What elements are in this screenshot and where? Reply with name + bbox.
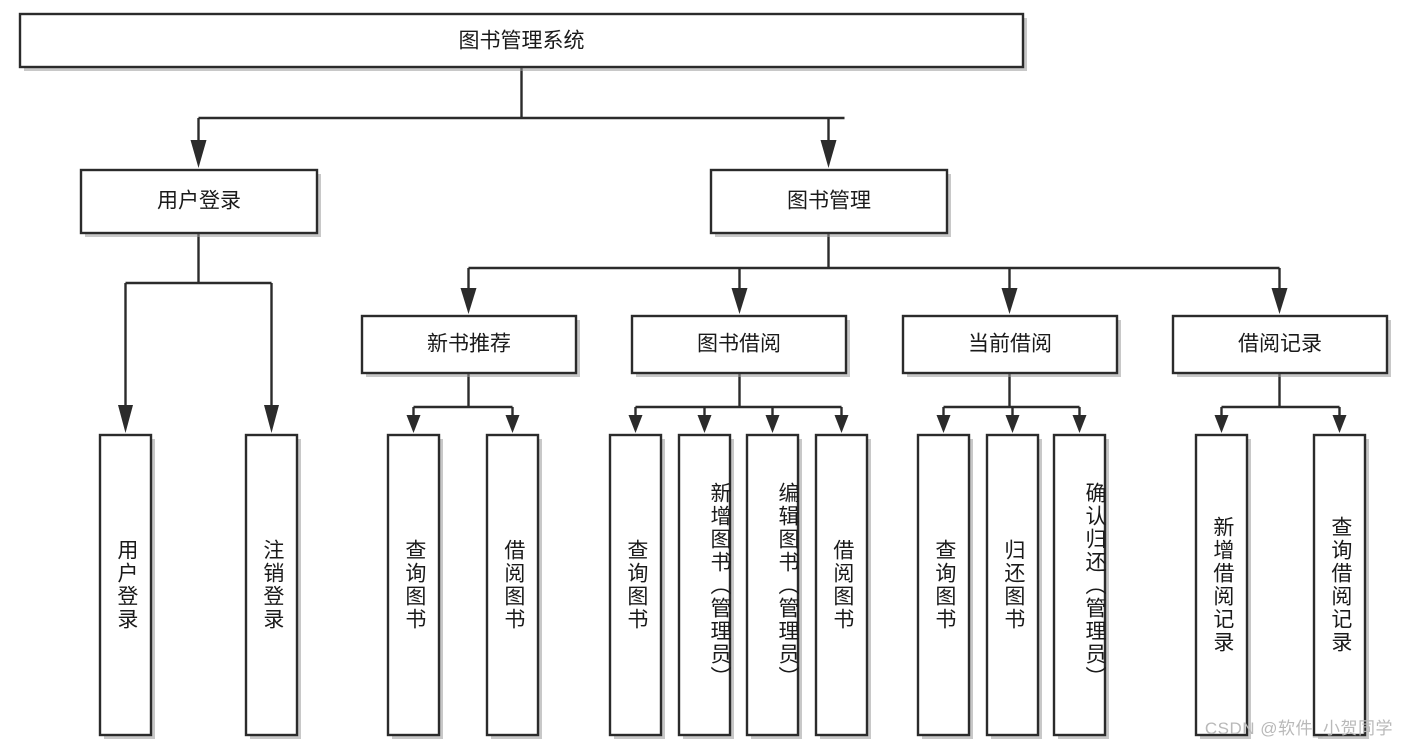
arrow-bb-to-leaf-query-book-2 — [628, 415, 643, 433]
arrow-bm-to-book-borrow — [731, 288, 748, 314]
node-root-box[interactable] — [18, 12, 1025, 69]
arrow-cb-to-leaf-confirm-return — [1072, 415, 1087, 433]
node-borrow-record-label: 借阅记录 — [1238, 333, 1322, 356]
node-new-book-recommend-box[interactable] — [360, 314, 578, 375]
arrow-nbr-to-leaf-query-book-1 — [406, 415, 421, 433]
leaf-add-book-box[interactable] — [677, 433, 732, 737]
arrow-br-to-leaf-add-record — [1214, 415, 1229, 433]
csdn-watermark: CSDN @软件_小贺同学 — [1204, 719, 1393, 738]
node-new-book-recommend-label: 新书推荐 — [427, 333, 511, 356]
node-borrow-record-box[interactable] — [1171, 314, 1389, 375]
leaf-add-record-box[interactable] — [1194, 433, 1249, 737]
arrow-bm-to-borrow-record — [1271, 288, 1288, 314]
node-current-borrow-label: 当前借阅 — [968, 333, 1052, 356]
arrow-br-to-leaf-query-record — [1332, 415, 1347, 433]
node-book-borrow-box[interactable] — [630, 314, 848, 375]
arrow-cb-to-leaf-return-book — [1005, 415, 1020, 433]
leaf-query-book-1-box[interactable] — [386, 433, 441, 737]
leaf-query-book-3-box[interactable] — [916, 433, 971, 737]
node-root[interactable]: 图书管理系统 — [18, 12, 1027, 71]
arrow-user-login-to-leaf-user-login — [118, 405, 133, 433]
connector-group — [118, 68, 1347, 433]
node-book-manage-box[interactable] — [709, 168, 949, 235]
node-book-manage[interactable]: 图书管理 — [709, 168, 951, 237]
leaf-borrow-book-2-box[interactable] — [814, 433, 869, 737]
arrow-user-login-to-leaf-logout — [264, 405, 279, 433]
arrow-bb-to-leaf-borrow-book-2 — [834, 415, 849, 433]
arrow-cb-to-leaf-query-book-3 — [936, 415, 951, 433]
node-user-login-box[interactable] — [79, 168, 319, 235]
node-user-login[interactable]: 用户登录 — [79, 168, 321, 237]
leaf-edit-book-box[interactable] — [745, 433, 800, 737]
leaf-box-group — [98, 433, 1369, 739]
node-user-login-label: 用户登录 — [157, 190, 241, 213]
node-borrow-record[interactable]: 借阅记录 — [1171, 314, 1391, 377]
arrow-bm-to-new-book-recommend — [460, 288, 477, 314]
node-book-manage-label: 图书管理 — [787, 190, 871, 213]
leaf-return-book-box[interactable] — [985, 433, 1040, 737]
node-current-borrow[interactable]: 当前借阅 — [901, 314, 1121, 377]
node-root-label: 图书管理系统 — [459, 30, 585, 53]
node-book-borrow-label: 图书借阅 — [697, 333, 781, 356]
node-new-book-recommend[interactable]: 新书推荐 — [360, 314, 580, 377]
arrow-bb-to-leaf-edit-book — [765, 415, 780, 433]
leaf-user-login-box[interactable] — [98, 433, 153, 737]
arrow-bb-to-leaf-add-book — [697, 415, 712, 433]
leaf-query-book-2-box[interactable] — [608, 433, 663, 737]
leaf-query-record-box[interactable] — [1312, 433, 1367, 737]
arrow-root-to-user-login — [190, 140, 207, 168]
node-current-borrow-box[interactable] — [901, 314, 1119, 375]
leaf-borrow-book-1-box[interactable] — [485, 433, 540, 737]
arrow-nbr-to-leaf-borrow-book-1 — [505, 415, 520, 433]
node-book-borrow[interactable]: 图书借阅 — [630, 314, 850, 377]
arrow-bm-to-current-borrow — [1001, 288, 1018, 314]
arrow-root-to-book-manage — [820, 140, 837, 168]
leaf-confirm-return-box[interactable] — [1052, 433, 1107, 737]
leaf-logout-box[interactable] — [244, 433, 299, 737]
